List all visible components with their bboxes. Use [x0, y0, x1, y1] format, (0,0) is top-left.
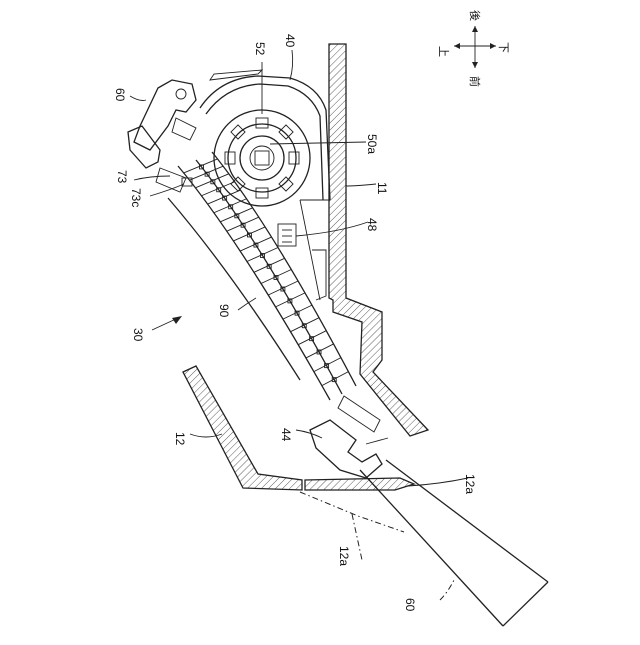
lattice-rung	[247, 248, 278, 262]
compass-up-label: 上	[437, 46, 450, 57]
reel-spoke	[279, 177, 293, 191]
frame-11	[329, 44, 428, 436]
label-52: 52	[253, 42, 267, 56]
strip-lower-edge	[360, 470, 503, 626]
lattice-rung	[208, 190, 241, 204]
leader-60-top	[130, 96, 146, 101]
lattice-rung	[306, 344, 334, 358]
arm-90	[168, 152, 356, 400]
reel-hub-ring	[240, 136, 284, 180]
connector-pin	[366, 438, 388, 444]
reel-spoke	[256, 188, 268, 198]
lattice-rung	[220, 208, 252, 222]
label-44: 44	[279, 428, 293, 442]
lattice-rung	[322, 372, 349, 386]
connector-top	[338, 396, 380, 432]
reel-52	[214, 110, 310, 206]
label-60-bottom: 60	[403, 598, 417, 612]
hub-core	[255, 151, 269, 165]
lattice-rung	[283, 305, 312, 319]
bracket-line	[312, 250, 326, 300]
arm-edge-1	[178, 166, 330, 400]
arrow-30-head	[172, 316, 182, 324]
leader-73c	[150, 184, 184, 196]
reel-spoke	[256, 118, 268, 128]
label-73: 73	[115, 170, 129, 184]
strip-end	[503, 582, 548, 626]
internal-bracket	[278, 200, 330, 300]
reel-spoke	[279, 125, 293, 139]
lattice-rung	[240, 237, 271, 251]
label-11: 11	[375, 182, 389, 195]
leader-50a	[270, 142, 366, 144]
lattice-rung	[291, 318, 320, 332]
label-12a-right: 12a	[463, 474, 477, 494]
compass-arrow-down	[472, 62, 478, 68]
lattice-rung	[254, 258, 285, 272]
lattice-rung	[298, 331, 326, 345]
housing-inner	[206, 84, 323, 200]
reel-spoke	[289, 152, 299, 164]
label-90: 90	[217, 304, 231, 318]
reel-spokes	[225, 118, 299, 198]
arm-lattice	[184, 159, 349, 386]
label-12a-left: 12a	[337, 546, 351, 566]
compass-arrow-right	[490, 43, 496, 49]
compass-front-label: 前	[468, 76, 482, 87]
label-50a: 50a	[365, 134, 379, 154]
housing-tab	[210, 70, 262, 80]
panel-edge-12a	[305, 478, 414, 490]
component-48	[278, 224, 296, 246]
leader-11	[346, 184, 376, 186]
lattice-rung	[314, 358, 341, 372]
label-60-top: 60	[113, 88, 127, 102]
connector-44	[310, 396, 388, 478]
leader-73	[134, 176, 170, 180]
hub-50a	[250, 146, 274, 170]
lattice-rung	[227, 217, 259, 231]
label-73c: 73c	[129, 188, 143, 207]
dashed-leader-12a	[352, 514, 362, 560]
connector-body	[310, 420, 382, 478]
compass-rear-label: 後	[468, 10, 482, 21]
arrow-30	[152, 316, 182, 330]
leader-44	[296, 430, 322, 438]
card-path-dashed	[300, 492, 454, 600]
clamp-body	[134, 80, 196, 150]
lattice-rung	[233, 227, 265, 241]
frame-wall	[329, 44, 428, 436]
latch-73	[156, 168, 186, 192]
reel-spoke	[225, 152, 235, 164]
dashed-edge-12a	[300, 492, 404, 532]
reel-inner-rim	[228, 124, 296, 192]
direction-indicator: 上 下 前 後	[437, 10, 509, 87]
compass-arrow-up	[472, 26, 478, 32]
label-40: 40	[283, 34, 297, 48]
lattice-rung	[214, 199, 247, 213]
leader-12a-right	[408, 478, 468, 486]
lattice-rung	[261, 269, 291, 283]
clamp-pivot	[176, 89, 186, 99]
lattice-rung	[276, 293, 305, 307]
label-48: 48	[365, 218, 379, 232]
compass-arrow-left	[454, 43, 460, 49]
compass-down-label: 下	[497, 42, 509, 53]
label-12: 12	[173, 432, 187, 446]
leader-40	[290, 50, 293, 80]
lattice-rung	[268, 281, 298, 295]
clamp-link	[172, 118, 196, 140]
label-30: 30	[131, 328, 145, 342]
arm-edge-2	[196, 160, 342, 394]
dashed-leader-60	[440, 580, 454, 600]
reel-spoke	[231, 125, 245, 139]
